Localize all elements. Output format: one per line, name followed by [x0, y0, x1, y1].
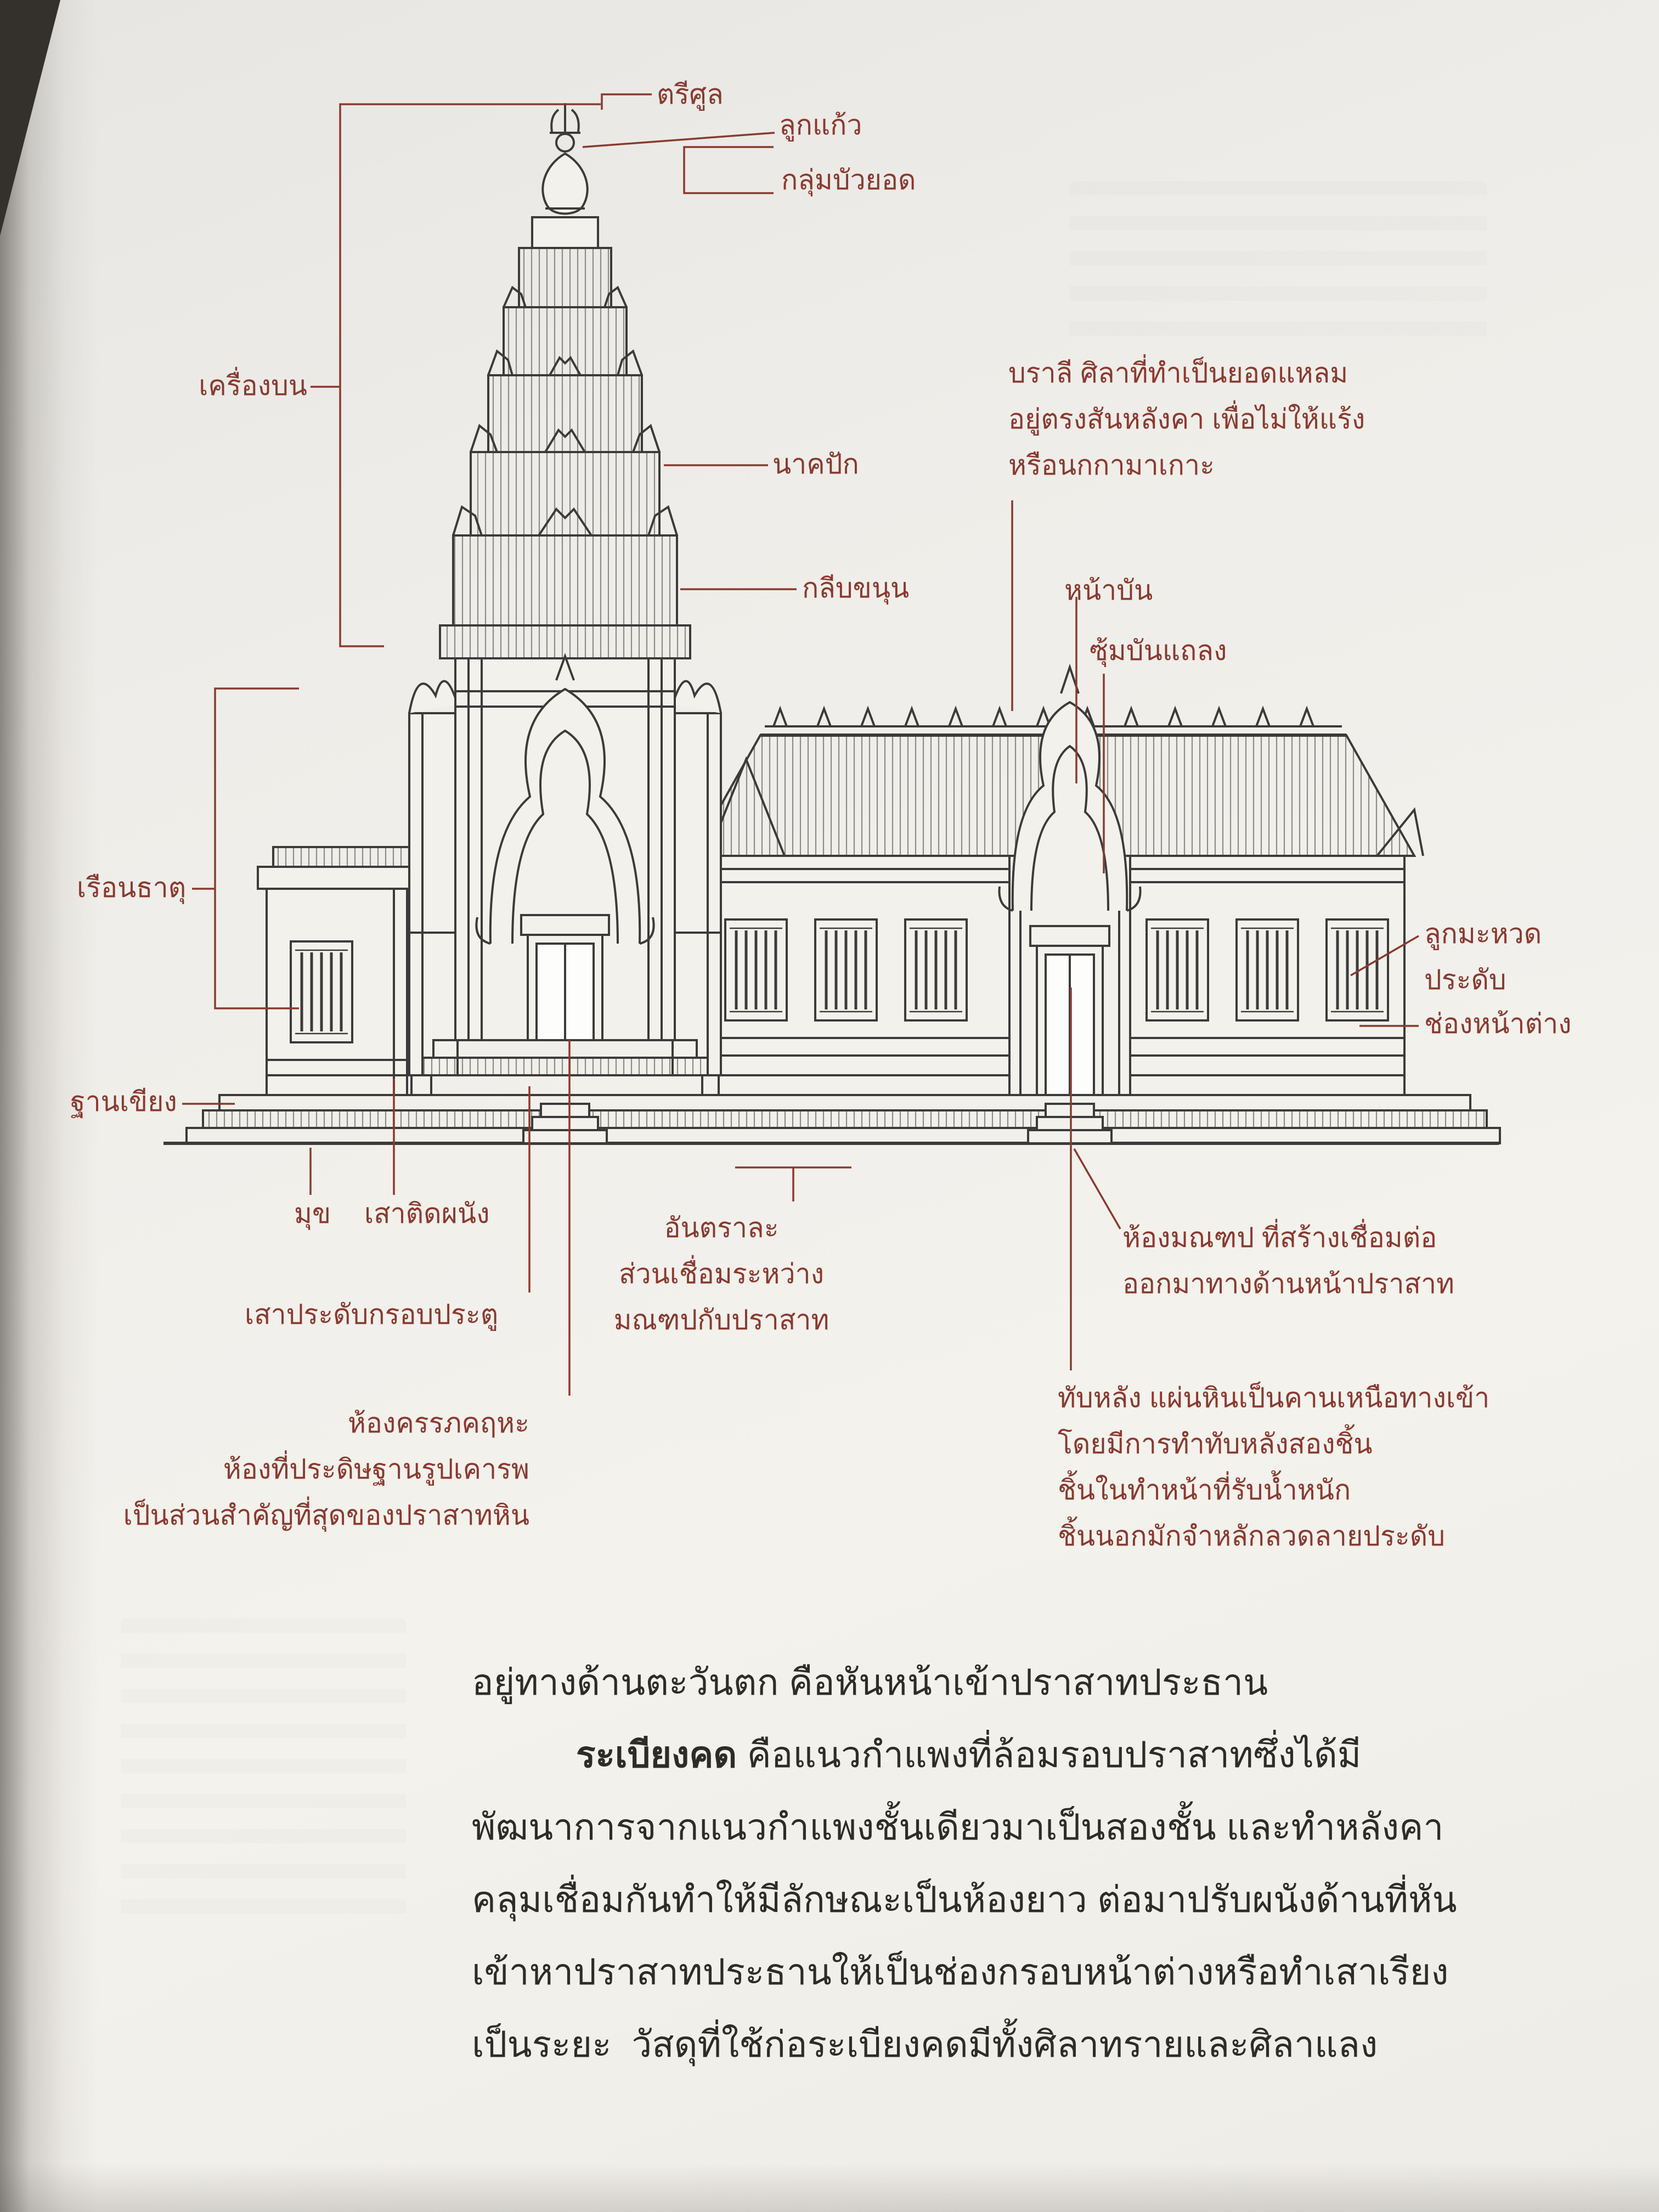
label-muk: มุข — [294, 1198, 331, 1229]
label-antarala: อันตราละ ส่วนเชื่อมระหว่าง มณฑปกับปราสาท — [613, 1212, 830, 1335]
mandapa-lintel — [1029, 925, 1110, 947]
tower-lintel — [520, 914, 610, 936]
stairs — [522, 1103, 1113, 1144]
label-trisul: ตรีศูล — [657, 79, 724, 110]
label-saopradap: เสาประดับกรอบประตู — [245, 1299, 499, 1330]
crystal-ball-finial — [555, 133, 575, 153]
page-showthrough — [121, 1618, 406, 1926]
lotus-bud-finial — [541, 152, 589, 215]
body-keyword: ระเบียงคด — [576, 1734, 737, 1775]
label-saotitphanang: เสาติดผนัง — [364, 1198, 490, 1229]
label-khrueangbon: เครื่องบน — [199, 370, 307, 401]
page-bottom-shadow — [0, 2163, 1659, 2212]
label-thankhiang: ฐานเขียง — [70, 1086, 177, 1117]
temple-elevation-drawing — [163, 103, 1501, 1145]
central-tower — [408, 103, 722, 1096]
body-line: อยู่ทางด้านตะวันตก คือหันหน้าเข้าปราสาทป… — [472, 1662, 1268, 1702]
crown-base — [531, 216, 599, 249]
body-paragraph: อยู่ทางด้านตะวันตก คือหันหน้าเข้าปราสาทป… — [472, 1646, 1457, 2080]
label-rueanthat: เรือนธาตุ — [77, 872, 187, 903]
trident-finial — [550, 103, 580, 134]
tower-cornice — [439, 624, 691, 659]
label-sumbanthalaeng: ซุ้มบันแถลง — [1090, 635, 1227, 666]
label-lukkaew: ลูกแก้ว — [779, 110, 862, 140]
label-klumbuayot: กลุ่มบัวยอด — [781, 165, 916, 195]
end-antefix — [1376, 807, 1424, 857]
body-line: เข้าหาปราสาทประธานให้เป็นช่องกรอบหน้าต่า… — [472, 1951, 1449, 1992]
label-klipkhanun: กลีบขนุน — [802, 573, 910, 603]
label-naban: หน้าบัน — [1064, 575, 1153, 606]
mandapa — [998, 663, 1142, 1096]
label-thaplang: ทับหลัง แผ่นหินเป็นคานเหนือทางเข้า โดยมี… — [1058, 1383, 1490, 1551]
label-hongmondop: ห้องมณฑป ที่สร้างเชื่อมต่อ ออกมาทางด้านห… — [1122, 1222, 1454, 1299]
sum-ban-thalaeng-arch — [1030, 744, 1109, 911]
body-line: คลุมเชื่อมกันทำให้มีลักษณะเป็นห้องยาว ต่… — [472, 1879, 1457, 1920]
tower-pediment — [489, 687, 641, 944]
mandapa-pediment — [1011, 701, 1128, 911]
page-gutter-shadow — [0, 0, 99, 2212]
body-line: พัฒนาการจากแนวกำแพงชั้นเดียวมาเป็นสองชั้… — [472, 1807, 1444, 1847]
label-chongnatang: ช่องหน้าต่าง — [1424, 1008, 1572, 1039]
body-line: เป็นระยะ วัสดุที่ใช้ก่อระเบียงคดมีทั้งศิ… — [472, 2024, 1378, 2064]
label-nakpak: นาคปัก — [772, 449, 859, 479]
tower-tiers — [452, 247, 678, 627]
tower-base-moulding — [432, 1039, 698, 1059]
base-platform — [163, 1094, 1501, 1145]
body-line: ระเบียงคด คือแนวกำแพงที่ล้อมรอบปราสาทซึ่… — [576, 1734, 1362, 1775]
label-hongkhankhruha: ห้องครรภคฤหะ ห้องที่ประดิษฐานรูปเคารพ เป… — [123, 1408, 529, 1531]
label-lukmahuat: ลูกมะหวด ประดับ — [1424, 918, 1542, 995]
bralee-roof-finials — [772, 706, 1314, 727]
label-barali: บราลี ศิลาที่ทำเป็นยอดแหลม อยู่ตรงสันหลั… — [1008, 358, 1365, 481]
